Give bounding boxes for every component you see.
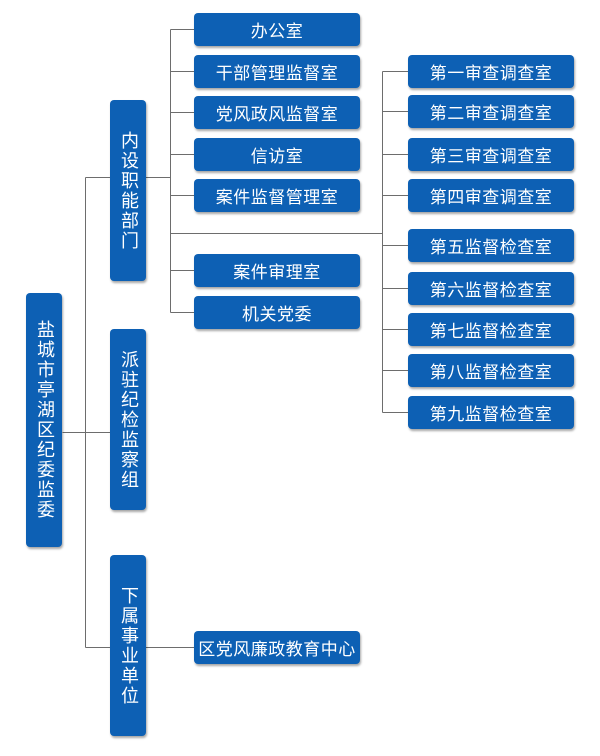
branch-internal-departments: 内设职能部门	[110, 100, 146, 281]
dept-node: 干部管理监督室	[194, 55, 360, 88]
branch-dispatched-groups: 派驻纪检监察组	[110, 329, 146, 510]
dept-node: 办公室	[194, 13, 360, 46]
office-node: 第四审查调查室	[408, 179, 574, 212]
office-node: 第一审查调查室	[408, 55, 574, 88]
office-node: 第八监督检查室	[408, 354, 574, 387]
dept-node: 信访室	[194, 138, 360, 171]
office-node: 第二审查调查室	[408, 95, 574, 128]
dept-node: 案件审理室	[194, 254, 360, 287]
dept-node: 党风政风监督室	[194, 96, 360, 129]
office-node: 第三审查调查室	[408, 138, 574, 171]
office-node: 第九监督检查室	[408, 396, 574, 429]
branch-affiliated-units: 下属事业单位	[110, 555, 146, 736]
dept-node: 案件监督管理室	[194, 179, 360, 212]
root-node: 盐城市亭湖区纪委监委	[26, 293, 62, 547]
office-node: 第五监督检查室	[408, 229, 574, 262]
dept-node: 机关党委	[194, 296, 360, 329]
office-node: 第七监督检查室	[408, 313, 574, 346]
affiliated-unit-node: 区党风廉政教育中心	[194, 631, 360, 664]
office-node: 第六监督检查室	[408, 272, 574, 305]
